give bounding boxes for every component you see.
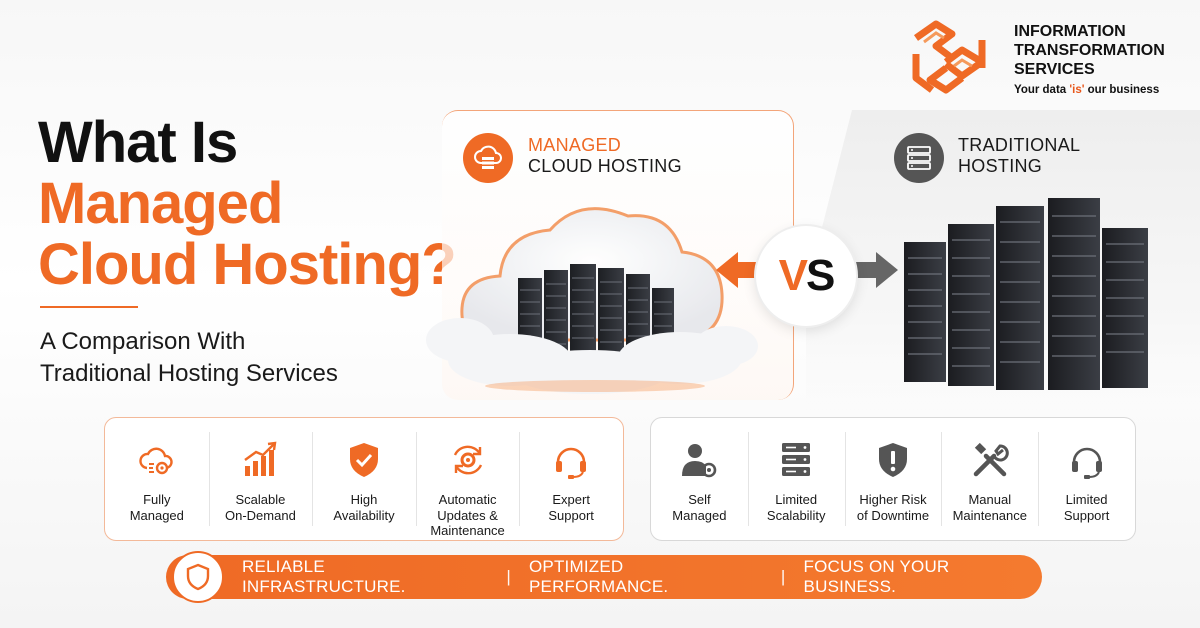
benefit-separator: |	[506, 567, 511, 586]
traditional-features-box: Self Managed Limited Scalability Higher …	[650, 417, 1136, 541]
cloud-server-icon	[463, 133, 513, 183]
title-divider	[40, 306, 138, 308]
feature-label: Limited Scalability	[766, 492, 826, 523]
feature-label: Higher Risk of Downtime	[856, 492, 930, 523]
tagline-pre: Your data	[1014, 84, 1070, 96]
page-subtitle: A Comparison With Traditional Hosting Se…	[40, 326, 338, 390]
subtitle-line-2: Traditional Hosting Services	[40, 360, 338, 387]
cloud-servers-illustration	[426, 207, 758, 394]
feature-label: Expert Support	[548, 492, 594, 523]
headset-icon	[1071, 447, 1102, 479]
feature-label: Fully Managed	[129, 492, 184, 523]
feature-label: Scalable On-Demand	[224, 492, 296, 523]
tagline-post: our business	[1084, 84, 1160, 96]
vs-letter-v: V	[778, 251, 808, 300]
subtitle-line-1: A Comparison With	[40, 328, 246, 355]
tagline-highlight: 'is'	[1069, 84, 1085, 96]
feature-item: Limited Scalability	[747, 418, 845, 540]
server-stack-icon	[894, 133, 944, 183]
feature-item: Scalable On-Demand	[208, 418, 313, 540]
growth-chart-icon	[244, 441, 277, 476]
feature-item: Fully Managed	[105, 418, 209, 540]
arrow-right-icon	[854, 252, 898, 288]
company-tagline: Your data 'is' our business	[1014, 84, 1159, 96]
shield-check-icon	[349, 443, 378, 477]
benefit-item-1: RELIABLE INFRASTRUCTURE.	[242, 557, 406, 596]
company-name-line: SERVICES	[1014, 61, 1095, 78]
feature-item: High Availability	[312, 418, 416, 540]
feature-item: Expert Support	[519, 418, 623, 540]
feature-item: Limited Support	[1038, 418, 1135, 540]
benefits-banner: RELIABLE INFRASTRUCTURE. | OPTIMIZED PER…	[166, 555, 1042, 599]
company-name-line: TRANSFORMATION	[1014, 42, 1165, 59]
arrow-left-icon	[716, 252, 760, 288]
benefit-item-2: OPTIMIZED PERFORMANCE.	[529, 557, 669, 596]
traditional-title-line-1: TRADITIONAL	[958, 135, 1081, 155]
vs-letter-s: S	[806, 251, 835, 300]
feature-label: Self Managed	[672, 492, 727, 523]
traditional-title-line-2: HOSTING	[958, 156, 1043, 176]
feature-item: Self Managed	[651, 418, 748, 540]
user-gear-icon	[682, 444, 717, 478]
title-line-3: Cloud Hosting?	[38, 232, 457, 297]
cloud-gear-icon	[139, 447, 173, 475]
feature-item: Automatic Updates & Maintenance	[415, 418, 520, 540]
company-logo-icon	[912, 20, 986, 94]
company-name: INFORMATION TRANSFORMATION SERVICES	[1014, 22, 1194, 79]
headset-icon	[556, 447, 587, 479]
refresh-gear-icon	[453, 445, 482, 475]
tools-icon	[973, 442, 1009, 477]
managed-title-line-1: MANAGED	[528, 135, 622, 155]
managed-features-box: Fully Managed Scalable On-Demand High Av…	[104, 417, 624, 541]
feature-label: High Availability	[333, 492, 395, 523]
shield-icon	[172, 551, 224, 603]
feature-label: Manual Maintenance	[952, 492, 1028, 523]
feature-item: Higher Risk of Downtime	[844, 418, 942, 540]
benefit-item-3: FOCUS ON YOUR BUSINESS.	[803, 557, 950, 596]
managed-panel-title: MANAGED CLOUD HOSTING	[528, 135, 682, 177]
title-line-2: Managed	[38, 171, 283, 236]
server-icon	[782, 443, 811, 476]
managed-title-line-2: CLOUD HOSTING	[528, 156, 682, 176]
feature-item: Manual Maintenance	[941, 418, 1038, 540]
feature-label: Automatic Updates & Maintenance	[430, 492, 505, 538]
title-line-1: What Is	[38, 110, 238, 175]
traditional-panel-title: TRADITIONAL HOSTING	[958, 135, 1080, 177]
benefit-separator: |	[780, 567, 786, 586]
company-name-line: INFORMATION	[1014, 23, 1126, 40]
server-racks-illustration	[904, 198, 1148, 390]
shield-warning-icon	[878, 443, 907, 477]
page-title: What Is Managed Cloud Hosting?	[38, 110, 457, 297]
feature-label: Limited Support	[1063, 492, 1110, 523]
